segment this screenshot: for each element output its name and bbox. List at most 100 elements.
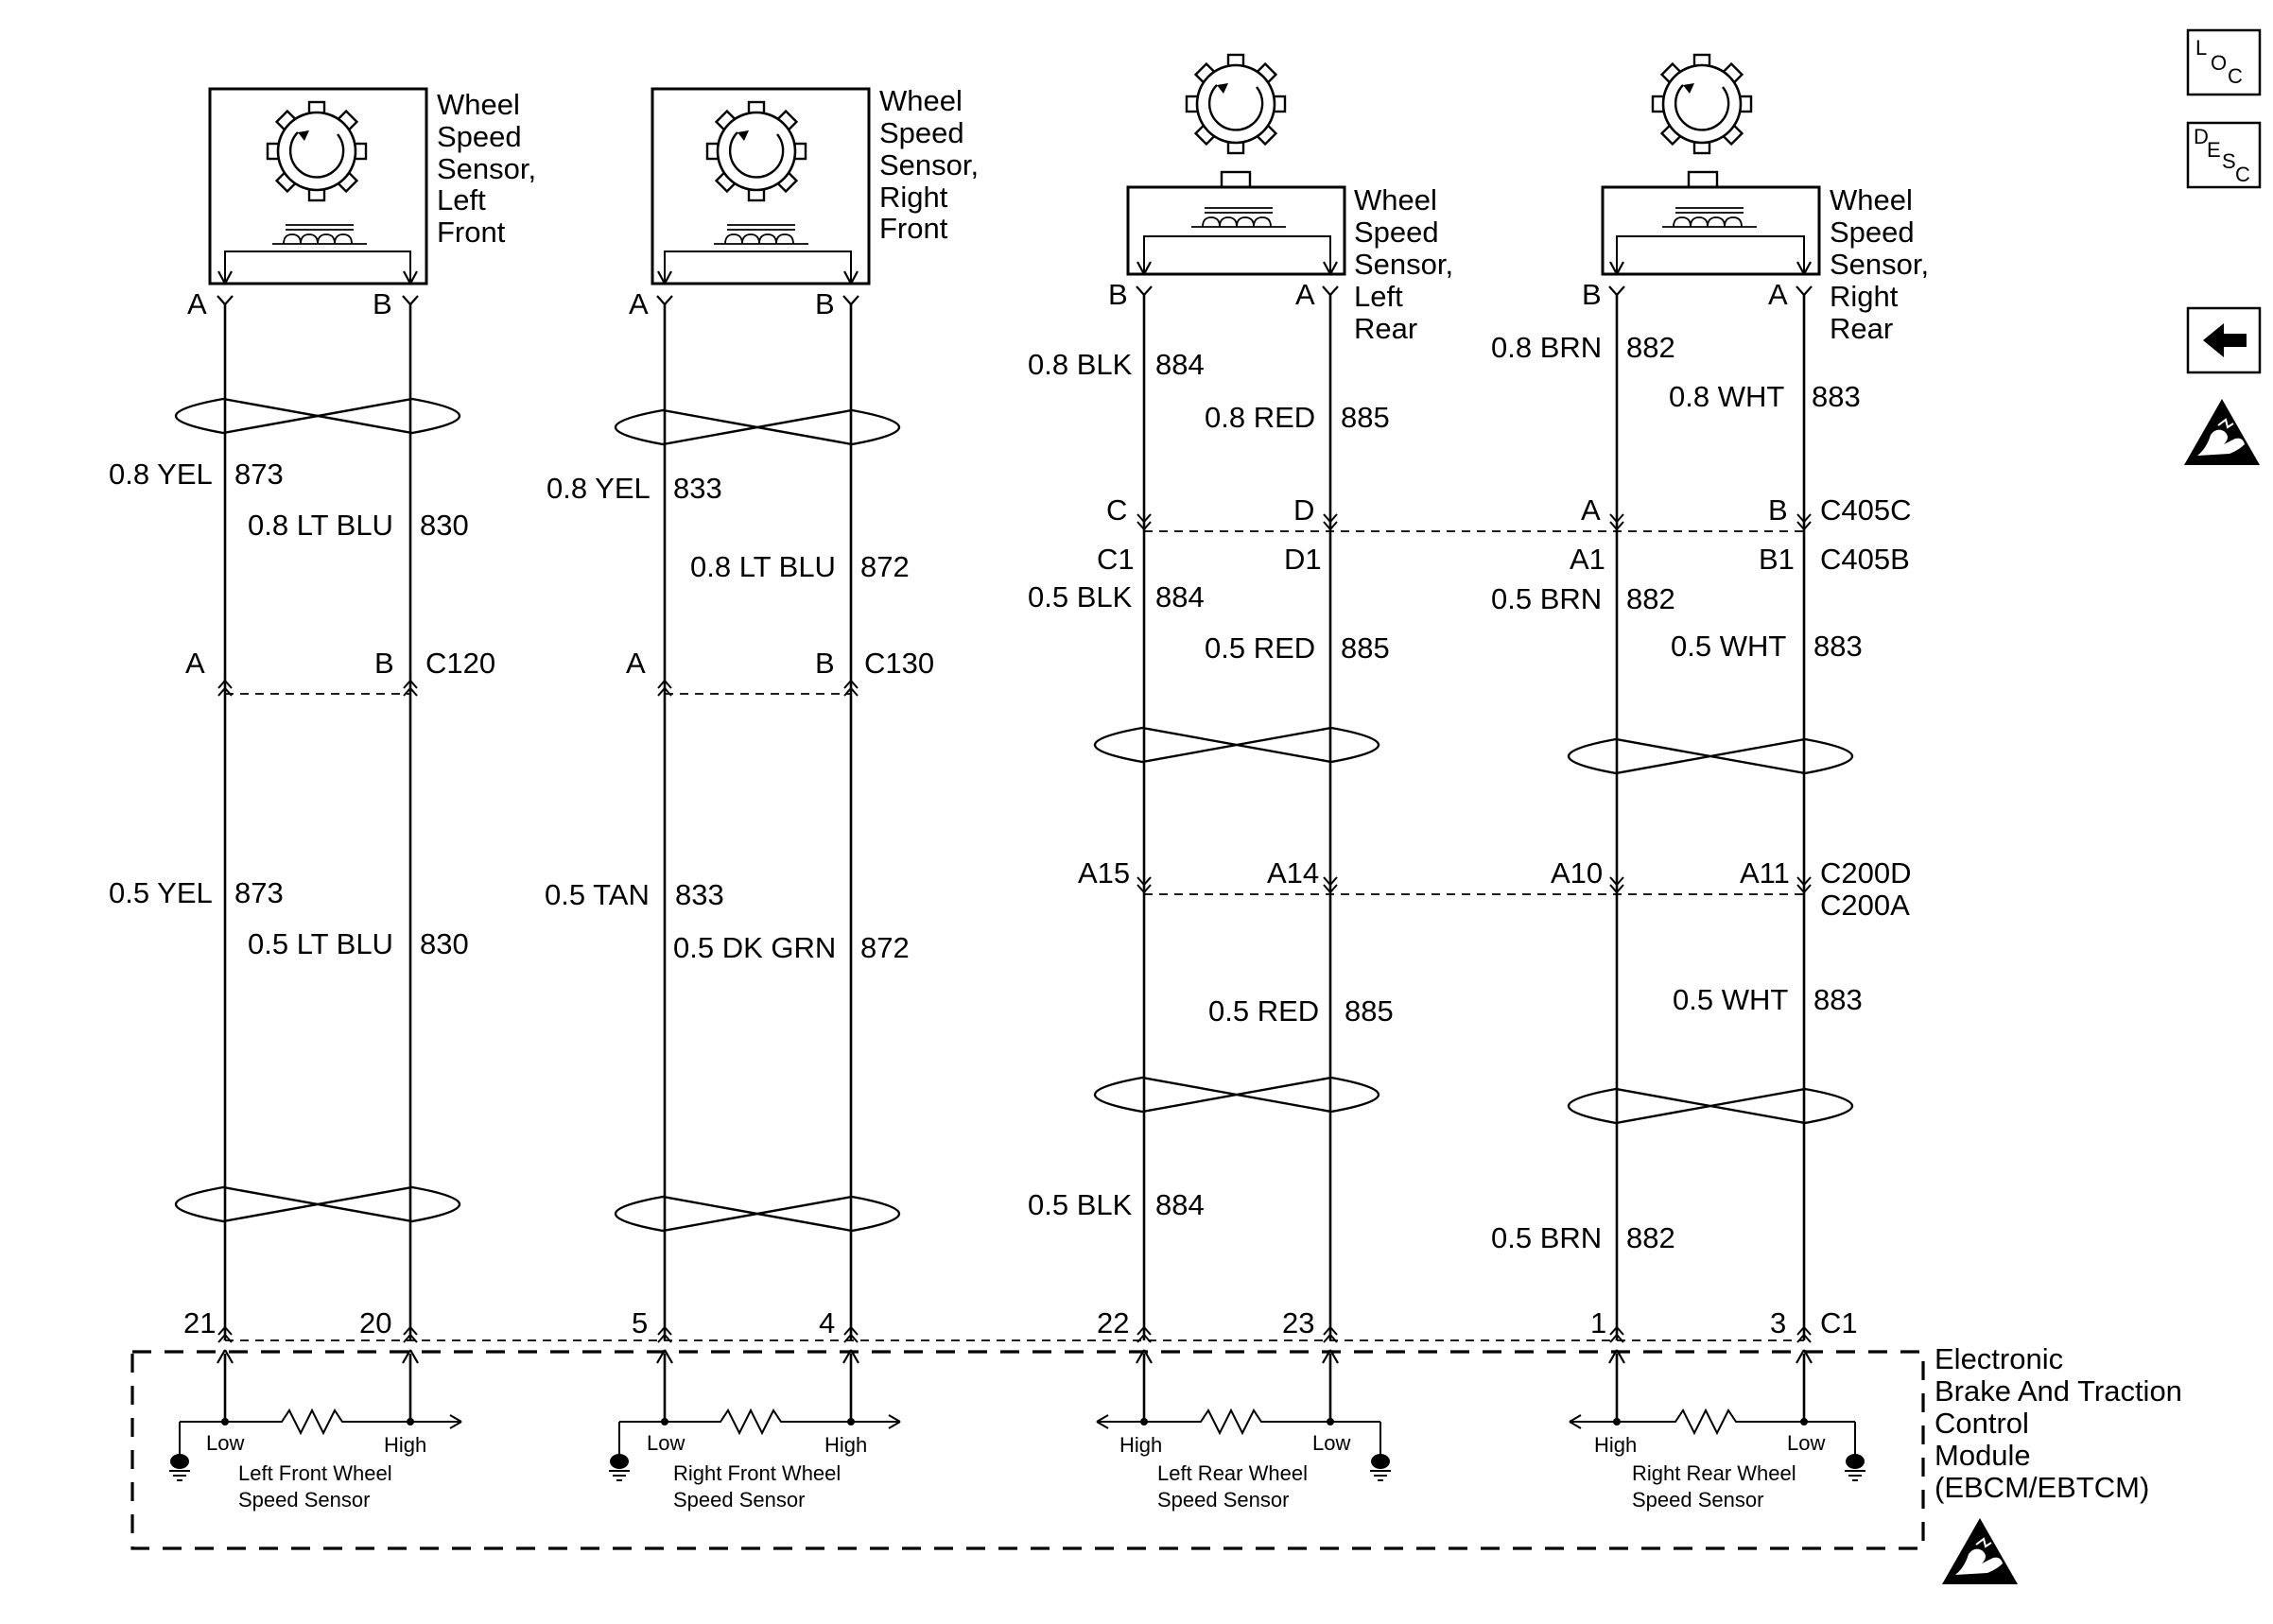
- module-esd-icon: [1941, 1517, 2019, 1585]
- module-name-line2: Brake And Traction: [1935, 1374, 2182, 1408]
- sensor-rr-line2: Speed: [1830, 216, 1915, 249]
- rf-high-label: High: [824, 1433, 867, 1457]
- c405b-pin-a1: A1: [1570, 543, 1605, 576]
- wire-rr-2-circuit: 883: [1812, 380, 1861, 413]
- c405c-pin-a: A: [1581, 493, 1601, 527]
- desc-s: S: [2222, 149, 2236, 173]
- c200a-label: C200A: [1820, 889, 1910, 922]
- c405b-pin-b1: B1: [1759, 543, 1795, 576]
- sensor-rr-line1: Wheel: [1830, 183, 1913, 216]
- sensor-lf-line2: Speed: [437, 120, 522, 153]
- rr-input-label-2: Speed Sensor: [1632, 1488, 1763, 1512]
- wire-rr-6-circuit: 882: [1626, 1221, 1675, 1254]
- c1-pin-23: 23: [1282, 1306, 1314, 1339]
- c200-pin-a14: A14: [1267, 856, 1319, 890]
- input-left-rear: High Low Left Rear Wheel Speed Sensor: [1096, 1349, 1392, 1512]
- c1-pin-5: 5: [632, 1306, 648, 1339]
- rr-input-label-1: Right Rear Wheel: [1632, 1461, 1796, 1485]
- loc-c: C: [2228, 64, 2243, 88]
- wire-lf-3-circuit: 873: [234, 876, 284, 909]
- sensor-rf-line4: Right: [879, 181, 948, 214]
- c405c-pin-b: B: [1768, 493, 1788, 527]
- wire-lr-4-color: 0.5 RED: [1205, 631, 1315, 665]
- c130-pin-a: A: [626, 647, 646, 680]
- sensor-left-rear: Wheel Speed Sensor, Left Rear: [1126, 33, 1453, 345]
- back-button[interactable]: [2186, 306, 2262, 374]
- lr-low-label: Low: [1312, 1431, 1350, 1455]
- desc-button[interactable]: D E S C: [2186, 121, 2262, 189]
- c200-pin-a11: A11: [1740, 856, 1790, 890]
- wire-rf-2-color: 0.8 LT BLU: [690, 550, 836, 583]
- wire-lf-4-color: 0.5 LT BLU: [248, 927, 393, 960]
- c1-pin-21: 21: [183, 1306, 216, 1339]
- module-name-line4: Module: [1935, 1439, 2031, 1472]
- wire-lf-3-color: 0.5 YEL: [109, 876, 213, 909]
- wire-lf-1-color: 0.8 YEL: [109, 458, 213, 491]
- c1-pin-1: 1: [1590, 1306, 1606, 1339]
- lr-input-label-1: Left Rear Wheel: [1157, 1461, 1308, 1485]
- wire-lr-5-circuit: 885: [1345, 994, 1394, 1028]
- connector-c120: A B C120: [185, 647, 495, 697]
- connector-c130: A B C130: [626, 647, 934, 697]
- wire-rr-3-color: 0.5 BRN: [1491, 582, 1602, 615]
- rf-input-label-2: Speed Sensor: [673, 1488, 805, 1512]
- sensor-rf-line3: Sensor,: [879, 148, 979, 181]
- sensor-rr-line3: Sensor,: [1830, 248, 1929, 281]
- c200d-label: C200D: [1820, 856, 1912, 890]
- pin-rr-a: A: [1768, 278, 1788, 311]
- wire-labels: 0.8 YEL 873 0.8 LT BLU 830 0.5 YEL 873 0…: [109, 331, 1863, 1254]
- lf-input-label-2: Speed Sensor: [238, 1488, 370, 1512]
- wire-rf-4-circuit: 872: [860, 931, 910, 964]
- ebcm-module: Electronic Brake And Traction Control Mo…: [130, 1342, 2182, 1585]
- sensor-lf-line1: Wheel: [437, 88, 520, 121]
- lr-high-label: High: [1119, 1433, 1162, 1457]
- input-right-rear: High Low Right Rear Wheel Speed Sensor: [1569, 1349, 1866, 1512]
- c120-pin-b: B: [374, 647, 394, 680]
- pin-lf-b: B: [373, 287, 392, 320]
- c120-label: C120: [425, 647, 495, 680]
- c130-pin-b: B: [815, 647, 835, 680]
- c1-pin-3: 3: [1770, 1306, 1786, 1339]
- sensor-right-rear: Wheel Speed Sensor, Right Rear: [1601, 33, 1929, 345]
- sensor-lf-line4: Left: [437, 183, 486, 216]
- wire-rr-1-circuit: 882: [1626, 331, 1675, 364]
- sensor-rf-line5: Front: [879, 212, 948, 245]
- wires: [223, 295, 1806, 1340]
- lf-input-label-1: Left Front Wheel: [238, 1461, 392, 1485]
- desc-e: E: [2207, 138, 2221, 162]
- pin-lr-a: A: [1295, 278, 1315, 311]
- rf-low-label: Low: [647, 1431, 685, 1455]
- wire-lr-5-color: 0.5 RED: [1208, 994, 1319, 1028]
- wire-lr-6-circuit: 884: [1155, 1188, 1205, 1221]
- sensor-rf-line1: Wheel: [879, 84, 963, 117]
- wire-lr-3-circuit: 884: [1155, 580, 1205, 613]
- sensor-pin-labels: A B A B B A B A: [187, 278, 1813, 320]
- loc-button[interactable]: L O C: [2186, 28, 2262, 96]
- pin-lr-b: B: [1108, 278, 1128, 311]
- sensor-left-front: Wheel Speed Sensor, Left Front: [208, 80, 536, 285]
- c1-pin-22: 22: [1097, 1306, 1129, 1339]
- wire-lf-2-circuit: 830: [420, 509, 469, 542]
- wire-lr-2-color: 0.8 RED: [1205, 401, 1315, 434]
- wire-rf-3-color: 0.5 TAN: [545, 878, 650, 911]
- wire-rr-5-color: 0.5 WHT: [1673, 983, 1788, 1016]
- wire-lr-1-circuit: 884: [1155, 348, 1205, 381]
- sensor-lr-line3: Sensor,: [1354, 248, 1453, 281]
- wire-rf-1-circuit: 833: [673, 472, 722, 505]
- sensor-right-front: Wheel Speed Sensor, Right Front: [651, 80, 979, 285]
- wire-rr-3-circuit: 882: [1626, 582, 1675, 615]
- c405c-pin-d: D: [1293, 493, 1314, 527]
- wire-rr-4-circuit: 883: [1813, 630, 1863, 663]
- wire-lr-6-color: 0.5 BLK: [1028, 1188, 1133, 1221]
- connector-c200: A15 A14 A10 A11 C200D C200A: [1078, 856, 1912, 922]
- wire-rr-4-color: 0.5 WHT: [1671, 630, 1786, 663]
- rf-input-label-1: Right Front Wheel: [673, 1461, 841, 1485]
- c1-pin-20: 20: [359, 1306, 391, 1339]
- wire-rr-2-color: 0.8 WHT: [1669, 380, 1784, 413]
- wire-rf-2-circuit: 872: [860, 550, 910, 583]
- module-name-line1: Electronic: [1935, 1342, 2063, 1375]
- pin-lf-a: A: [187, 287, 207, 320]
- input-left-front: Low High Left Front Wheel Speed Sensor: [168, 1349, 462, 1512]
- wire-lf-1-circuit: 873: [234, 458, 284, 491]
